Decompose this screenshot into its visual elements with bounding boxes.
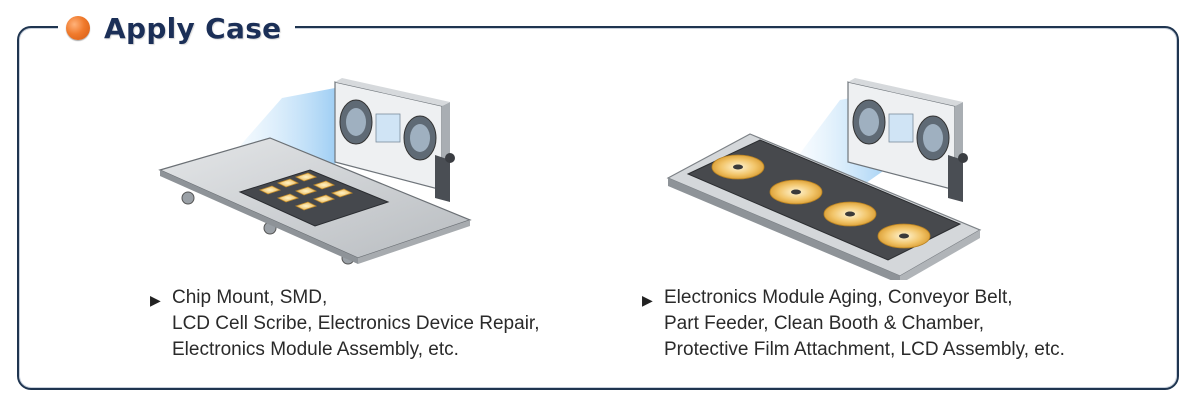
conveyor-illustration (660, 70, 990, 280)
disc-array (711, 154, 931, 249)
orange-circle-icon (66, 16, 90, 40)
chip-tray (238, 169, 390, 227)
chip-mount-illustration (150, 70, 480, 270)
ionizer-unit (334, 78, 455, 202)
ionizer-unit-right (847, 78, 968, 202)
caption-line: Chip Mount, SMD, (172, 287, 328, 308)
caption-line: LCD Cell Scribe, Electronics Device Repa… (172, 313, 540, 334)
apply-case-panel (17, 26, 1179, 390)
chip-array (258, 172, 354, 211)
caption-line: Electronics Module Assembly, etc. (172, 339, 459, 360)
case-caption-2: ▶ Electronics Module Aging, Conveyor Bel… (642, 285, 1065, 363)
section-heading: Apply Case (58, 6, 296, 50)
triangle-right-icon: ▶ (150, 292, 161, 308)
caption-line: Protective Film Attachment, LCD Assembly… (664, 339, 1065, 360)
caption-line: Part Feeder, Clean Booth & Chamber, (664, 313, 985, 334)
case-caption-1: ▶ Chip Mount, SMD, LCD Cell Scribe, Elec… (150, 285, 539, 363)
section-title: Apply Case (104, 11, 282, 45)
triangle-right-icon: ▶ (642, 292, 653, 308)
caption-line: Electronics Module Aging, Conveyor Belt, (664, 287, 1013, 308)
